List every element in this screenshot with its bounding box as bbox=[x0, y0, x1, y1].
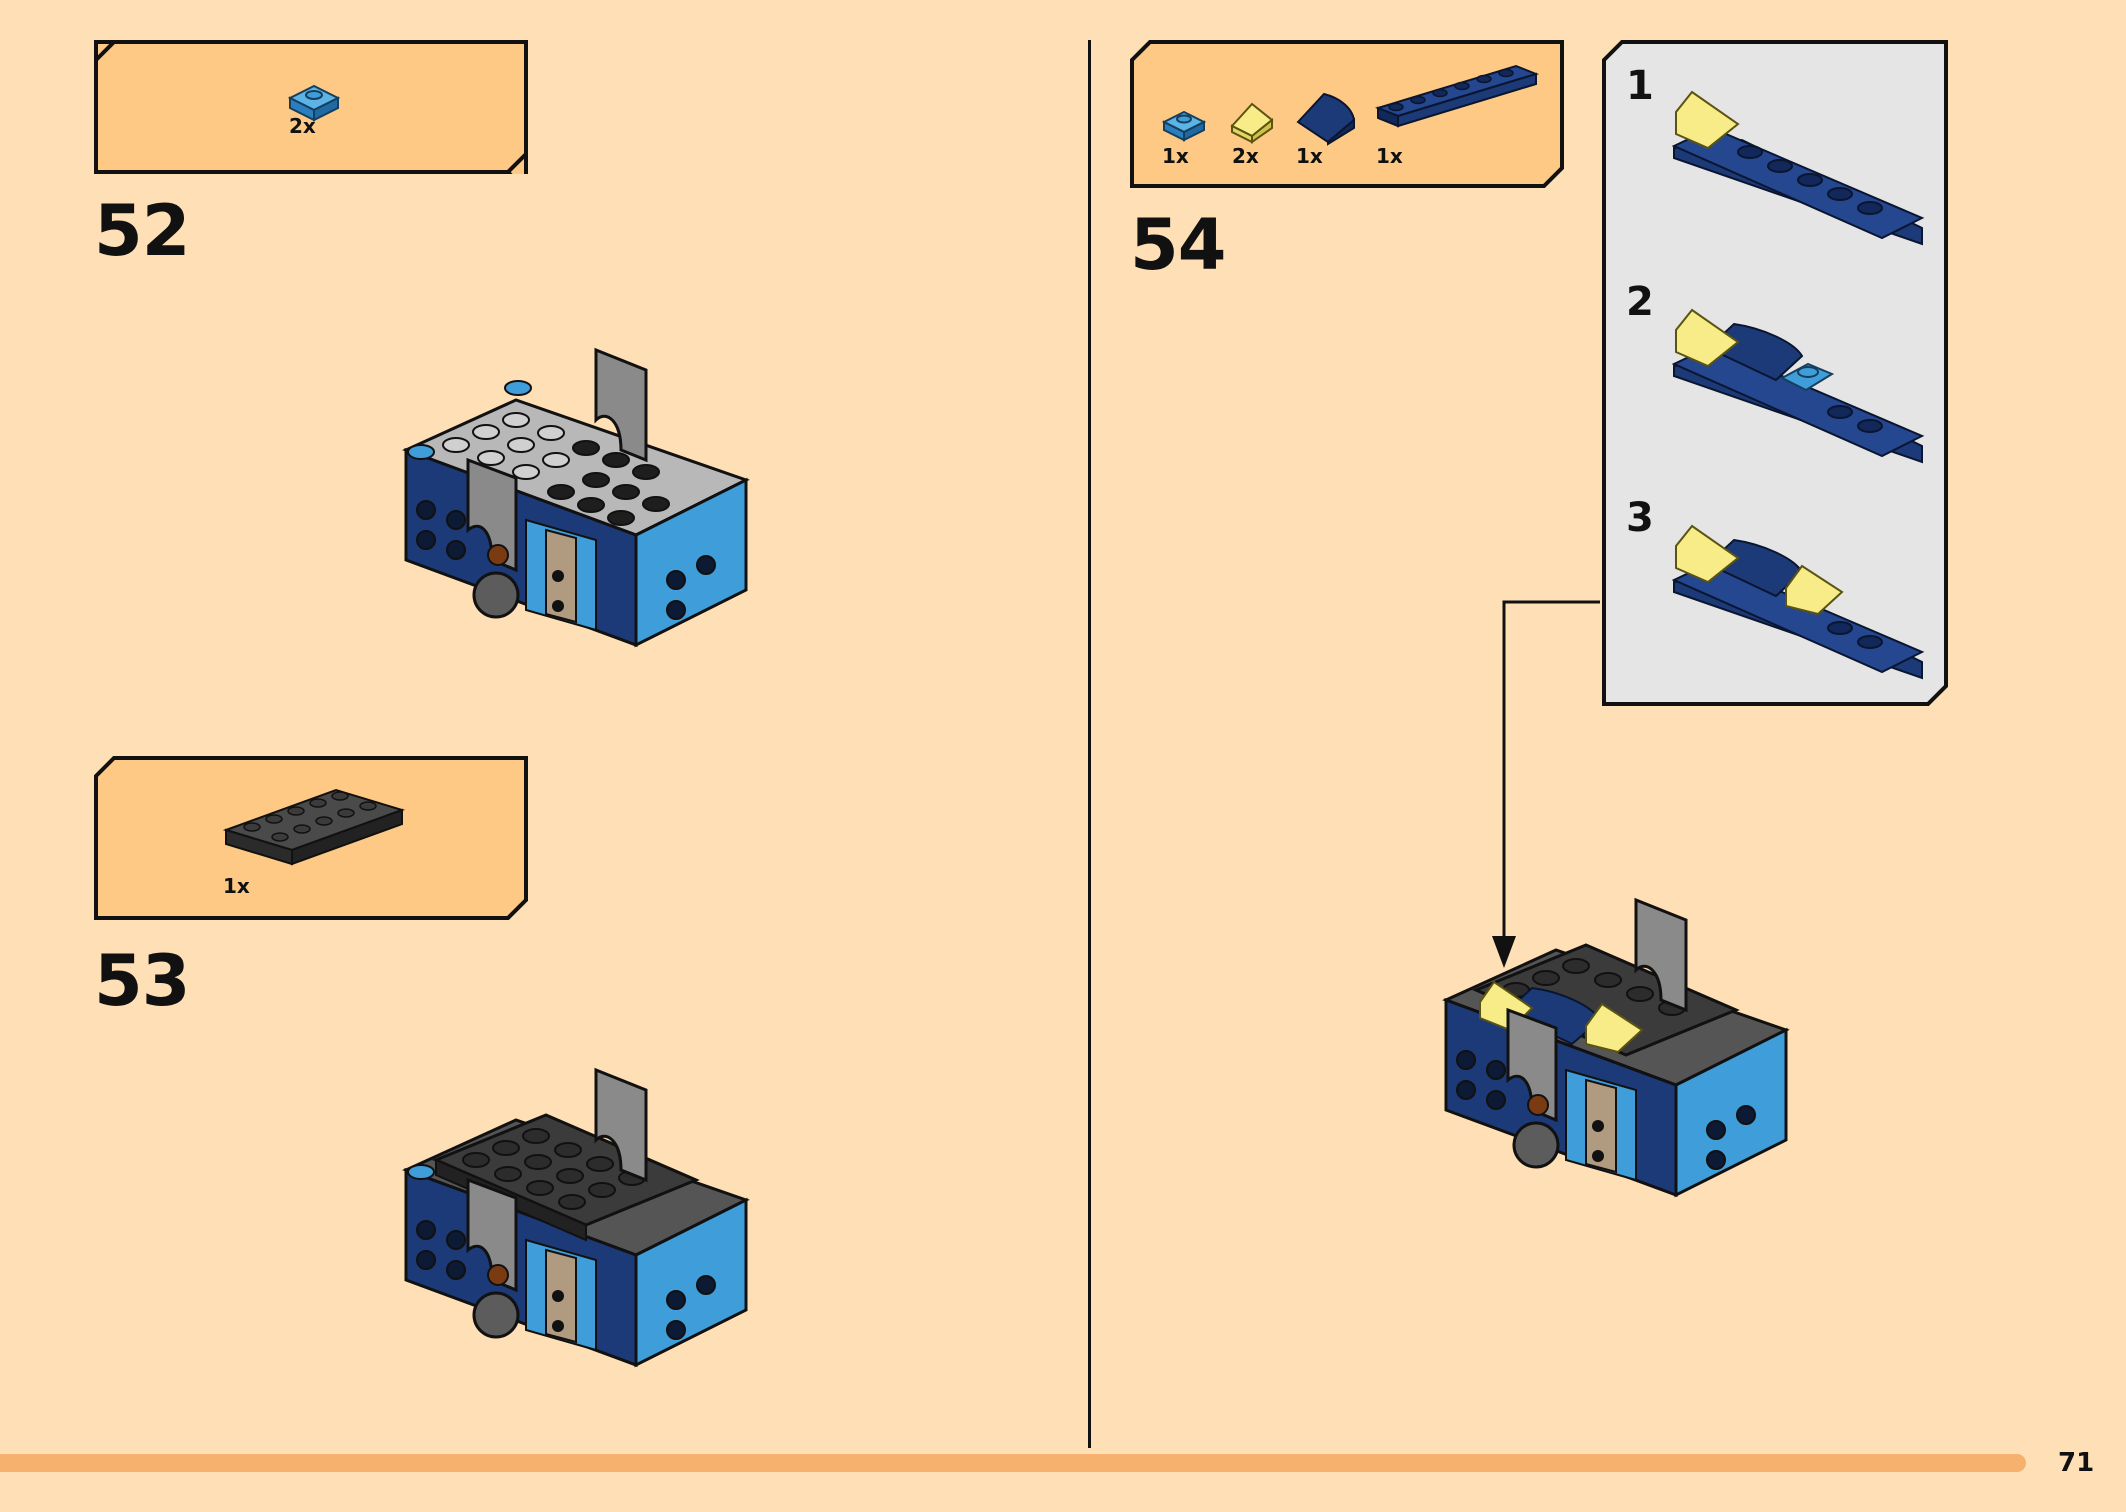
substep-panel: 1 2 3 bbox=[1602, 40, 1948, 706]
step-number: 53 bbox=[94, 940, 190, 1022]
substep-number: 1 bbox=[1626, 63, 1654, 109]
parts-list-box-step-54: 1x 2x 1x 1x bbox=[1130, 40, 1564, 188]
part-dark-blue-curved-slope-icon bbox=[1296, 92, 1356, 146]
part-dark-grey-plate-2x6-icon bbox=[222, 788, 406, 866]
parts-list-box-step-52: 2x bbox=[94, 40, 528, 174]
step-54-model-illustration bbox=[1442, 897, 1790, 1198]
part-qty: 1x bbox=[1376, 144, 1403, 168]
page-divider bbox=[1088, 40, 1091, 1448]
parts-list-box-step-53: 1x bbox=[94, 756, 528, 920]
part-blue-plate-1x1-icon bbox=[287, 84, 341, 122]
part-qty: 2x bbox=[1232, 144, 1259, 168]
substep-2-illustration bbox=[1672, 308, 1925, 464]
step-number: 52 bbox=[94, 190, 190, 272]
step-52-model-illustration bbox=[402, 347, 750, 648]
substep-number: 2 bbox=[1626, 279, 1654, 325]
part-blue-plate-1x1-icon bbox=[1161, 110, 1207, 142]
part-qty: 1x bbox=[223, 874, 250, 898]
arrow-icon bbox=[1492, 600, 1600, 968]
page-number: 71 bbox=[2058, 1448, 2095, 1478]
substep-1-illustration bbox=[1672, 90, 1925, 246]
footer-bar bbox=[0, 1454, 2026, 1472]
part-yellow-slope-icon bbox=[1230, 102, 1274, 144]
step-53-model-illustration bbox=[402, 1067, 750, 1368]
part-qty: 2x bbox=[289, 114, 316, 138]
step-number: 54 bbox=[1130, 204, 1226, 286]
part-dark-blue-plate-1x6-icon bbox=[1374, 64, 1540, 128]
substep-3-illustration bbox=[1672, 524, 1925, 680]
part-qty: 1x bbox=[1296, 144, 1323, 168]
part-qty: 1x bbox=[1162, 144, 1189, 168]
substep-number: 3 bbox=[1626, 495, 1654, 541]
